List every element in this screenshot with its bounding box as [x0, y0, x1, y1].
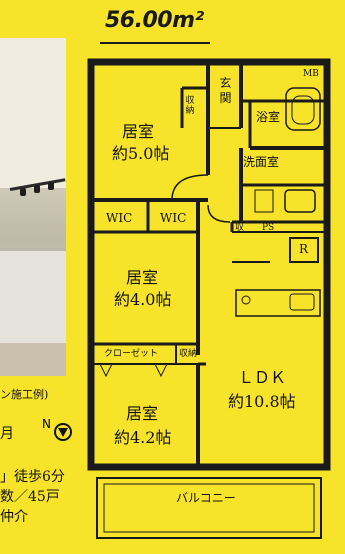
north-compass: N: [42, 417, 76, 447]
bedroom-bottom-size: 約4.2帖: [114, 428, 172, 447]
storage-bottom-label: 収納: [179, 349, 198, 359]
interior-photo: [0, 38, 66, 376]
bedroom-top-name: 居室: [122, 122, 155, 141]
info-line-4: 仲介: [0, 509, 28, 525]
photo-caption: ン施工例): [0, 388, 49, 401]
mb-label: MB: [303, 69, 319, 79]
closet-label: クローゼット: [104, 349, 159, 359]
wic-left-label: WIC: [106, 211, 133, 225]
bedroom-mid-size: 約4.0帖: [114, 290, 172, 309]
floor-area: 56.00m²: [105, 8, 204, 33]
info-line-2: 」徒歩6分: [0, 469, 65, 485]
bedroom-top-size: 約5.0帖: [112, 144, 170, 163]
ldk-name: ＬＤＫ: [238, 368, 287, 387]
washroom-label: 洗面室: [243, 155, 280, 169]
refrigerator-label: R: [299, 242, 309, 256]
bath-label: 浴室: [256, 110, 281, 124]
north-label: N: [42, 417, 51, 431]
bedroom-bottom-name: 居室: [126, 404, 159, 423]
area-underline: [100, 42, 210, 44]
entrance-label: 玄関: [219, 76, 232, 105]
info-line-3: 数／45戸: [0, 489, 60, 505]
storage-top-label: 収納: [185, 96, 195, 116]
balcony-label: バルコニー: [176, 491, 236, 505]
storage-small-label: 収: [235, 223, 245, 233]
ldk-size: 約10.8帖: [228, 392, 296, 411]
info-line-1: 月: [0, 426, 14, 442]
kitchen-counter: [0, 248, 66, 346]
wic-right-label: WIC: [160, 211, 187, 225]
ps-label: PS: [262, 223, 275, 233]
north-arrow-icon: [54, 423, 72, 441]
bedroom-mid-name: 居室: [126, 268, 159, 287]
